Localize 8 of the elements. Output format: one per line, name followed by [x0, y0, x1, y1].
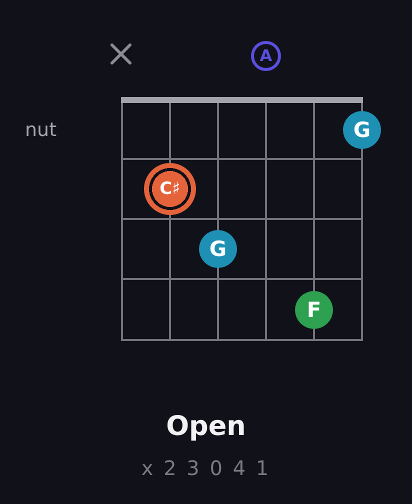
root-note-marker: C♯ [144, 163, 196, 215]
note-marker: G [343, 111, 381, 149]
note-marker: F [295, 291, 333, 329]
note-marker: G [199, 230, 237, 268]
fingering-text: x 2 3 0 4 1 [141, 456, 271, 480]
chord-name: Open [166, 411, 246, 444]
nut-label: nut [25, 119, 57, 142]
open-string-marker: A [251, 41, 281, 71]
